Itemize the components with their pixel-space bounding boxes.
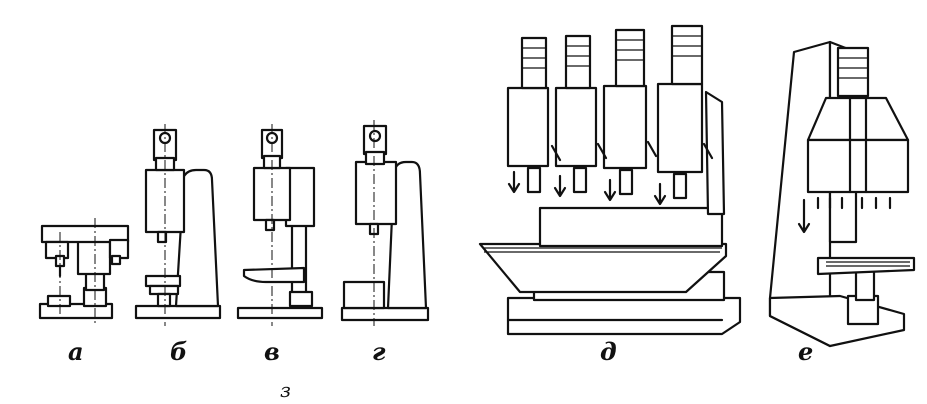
machine-d (478, 24, 742, 336)
machine-g (340, 120, 430, 326)
label-g: г (372, 337, 386, 366)
machine-b (134, 124, 222, 326)
label-b: б (170, 337, 188, 366)
machine-e (768, 40, 916, 348)
label-v: в (264, 337, 280, 366)
label-a: а (68, 337, 84, 366)
label-e: е (798, 337, 814, 366)
machine-a (38, 218, 130, 326)
label-d: д (600, 337, 617, 366)
machine-v (236, 124, 324, 326)
figure-caption: з (280, 378, 291, 402)
